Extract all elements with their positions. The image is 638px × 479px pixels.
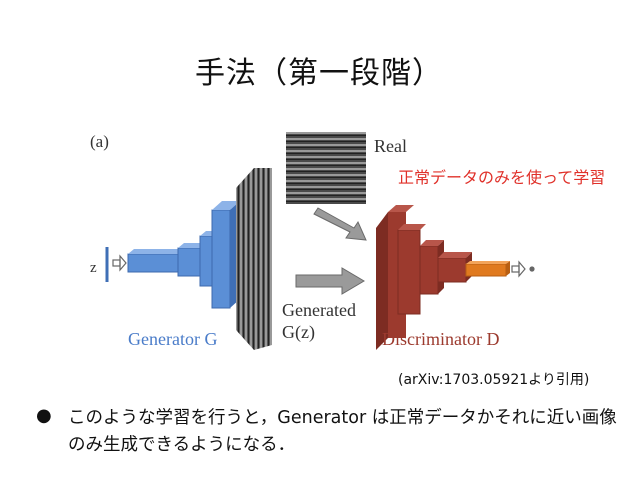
z-label: z: [90, 260, 97, 276]
output-arrow-icon: [511, 260, 526, 278]
slide-title: 手法（第一段階）: [195, 56, 443, 91]
real-to-discriminator-arrow: [313, 207, 367, 241]
bullet-text: このような学習を行うと，Generator は正常データかそれに近い画像のみ生成…: [68, 408, 617, 455]
generated-label: Generated: [282, 300, 356, 320]
bullet-icon: ●: [36, 405, 52, 426]
panel-label: (a): [90, 132, 109, 151]
generator-label: Generator G: [128, 329, 217, 349]
generated-gz-label: G(z): [282, 322, 315, 343]
generated-image: [236, 168, 272, 350]
z-arrow-icon: [112, 254, 127, 272]
discriminator-label: Discriminator D: [382, 329, 499, 349]
citation: (arXiv:1703.05921より引用): [398, 372, 590, 388]
discriminator-network: [376, 205, 510, 350]
real-image: [286, 132, 366, 204]
generated-to-discriminator-arrow: [295, 267, 365, 295]
generator-network: [127, 201, 240, 309]
annotation-normal-data-only: 正常データのみを使って学習: [398, 168, 606, 187]
real-label: Real: [374, 136, 407, 156]
output-dot: [529, 266, 535, 272]
